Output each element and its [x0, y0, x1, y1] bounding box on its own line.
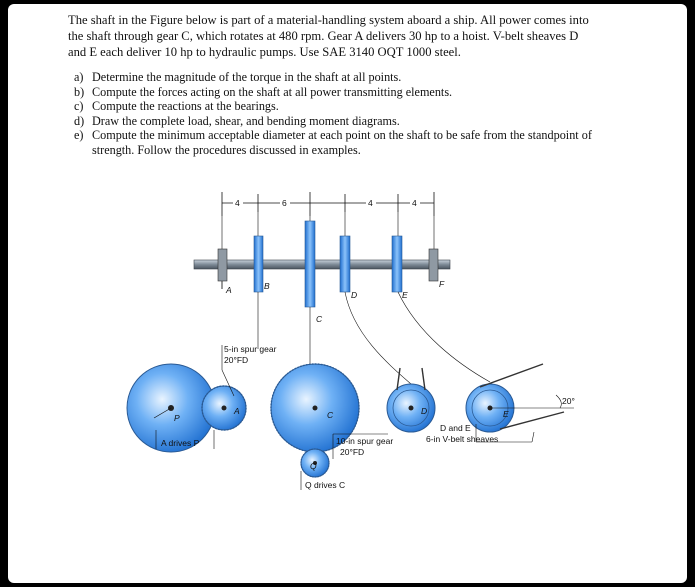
lower-label-q: Q [310, 461, 317, 471]
sheave-d-on-shaft [339, 235, 351, 293]
lower-label-d: D [421, 406, 427, 416]
task-list: a) Determine the magnitude of the torque… [74, 70, 614, 158]
bearing-f [428, 248, 439, 282]
lower-label-c: C [327, 410, 334, 420]
callout-text: Q drives C [305, 480, 345, 490]
shaft-label-c: C [316, 314, 323, 324]
gear-p [126, 363, 216, 453]
shaft [193, 259, 451, 270]
bearing-a [217, 248, 228, 289]
lower-label-a: A [233, 406, 240, 416]
callout-text: D and E [440, 423, 471, 433]
task-item: d) Draw the complete load, shear, and be… [74, 114, 614, 129]
task-item: b) Compute the forces acting on the shaf… [74, 85, 614, 100]
task-item: e) Compute the minimum acceptable diamet… [74, 128, 614, 157]
callout-a-drives-p: A drives P [155, 430, 215, 449]
callout-text: 10-in spur gear [336, 436, 393, 446]
callout-text: 20°FD [224, 355, 248, 365]
problem-sheet: The shaft in the Figure below is part of… [8, 4, 687, 583]
task-label: c) [74, 99, 84, 114]
callout-text: 5-in spur gear [224, 344, 277, 354]
task-text: Determine the magnitude of the torque in… [92, 70, 402, 84]
dimension-line: 4 6 4 4 [221, 192, 435, 216]
problem-statement: The shaft in the Figure below is part of… [68, 12, 633, 60]
callout-text: A drives P [161, 438, 200, 448]
shaft-system-figure: 4 6 4 4 [126, 192, 575, 490]
lower-label-e: E [503, 409, 509, 419]
sheave-d [386, 367, 436, 433]
task-text: Draw the complete load, shear, and bendi… [92, 113, 400, 128]
callout-text: 20°FD [340, 447, 364, 457]
dimension-label: 4 [412, 198, 417, 208]
sheave-e-leader [397, 291, 491, 383]
task-label: a) [74, 70, 84, 84]
dimension-label: 4 [235, 198, 240, 208]
task-label: d) [74, 113, 85, 128]
shaft-label-d: D [351, 290, 357, 300]
angle-label: 20° [562, 396, 575, 406]
gear-a-on-shaft [253, 235, 264, 349]
intro-line: the shaft through gear C, which rotates … [68, 29, 579, 43]
intro-line: and E each deliver 10 hp to hydraulic pu… [68, 45, 461, 59]
task-text: Compute the reactions at the bearings. [92, 99, 279, 114]
task-item: a) Determine the magnitude of the torque… [74, 70, 614, 85]
callout-10in-spur: 10-in spur gear 20°FD [332, 433, 393, 459]
gear-q [300, 448, 330, 478]
callout-q-drives-c: Q drives C [300, 471, 345, 490]
callout-sheaves: D and E 6-in V-belt sheaves [426, 423, 535, 444]
gear-a [201, 385, 247, 431]
sheave-e [465, 363, 565, 433]
belt-angle-marker: 20° [490, 394, 575, 409]
shaft-label-f: F [439, 279, 445, 289]
task-item: c) Compute the reactions at the bearings… [74, 99, 614, 114]
sheave-d-leader [344, 291, 412, 385]
task-text: Compute the forces acting on the shaft a… [92, 84, 453, 99]
intro-line: The shaft in the Figure below is part of… [68, 13, 589, 27]
shaft-label-b: B [264, 281, 270, 291]
sheave-e-on-shaft [391, 235, 403, 293]
shaft-label-e: E [402, 290, 408, 300]
dimension-label: 6 [282, 198, 287, 208]
gear-c-on-shaft [304, 220, 316, 370]
lower-label-p: P [174, 413, 180, 423]
callout-text: 6-in V-belt sheaves [426, 434, 498, 444]
task-label: b) [74, 84, 85, 99]
shaft-label-a: A [225, 285, 232, 295]
dimension-label: 4 [368, 198, 373, 208]
task-label: e) [74, 128, 84, 143]
callout-5in-spur: 5-in spur gear 20°FD [221, 344, 277, 397]
task-text: Compute the minimum acceptable diameter … [92, 128, 592, 157]
